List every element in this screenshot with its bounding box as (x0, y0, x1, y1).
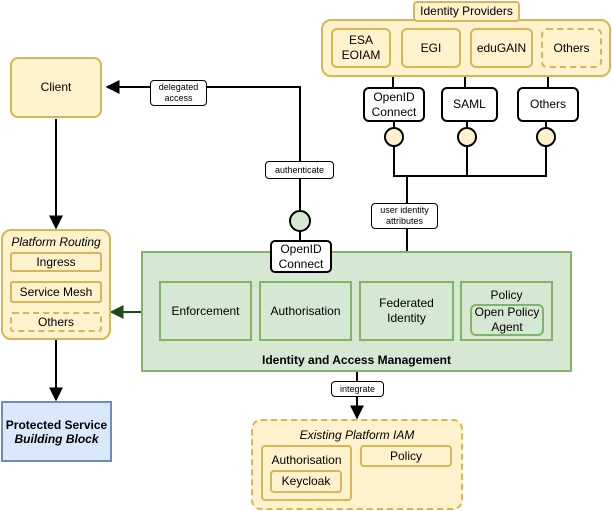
idp-edugain: eduGAIN (470, 28, 533, 68)
edge-label-user-identity-attributes: user identity attributes (371, 203, 438, 229)
platform-routing-title: Platform Routing (11, 235, 101, 249)
protected-service-line1: Protected Service (5, 417, 108, 432)
routing-others: Others (10, 312, 102, 332)
routing-ingress: Ingress (10, 252, 102, 272)
protected-service-box: Protected Service Building Block (1, 401, 112, 462)
iam-authorisation: Authorisation (259, 281, 352, 341)
iam-policy-label: Policy (490, 288, 523, 302)
socket-openid (384, 127, 404, 147)
existing-iam-keycloak: Keycloak (270, 470, 342, 493)
iam-enforcement: Enforcement (159, 281, 252, 341)
edge-label-authenticate: authenticate (265, 161, 334, 179)
protected-service-line2: Building Block (14, 431, 99, 446)
routing-service-mesh: Service Mesh (10, 281, 102, 303)
iam-openid-connect-port: OpenID Connect (270, 240, 332, 273)
socket-saml (457, 127, 477, 147)
protocol-others: Others (517, 87, 579, 122)
socket-others (536, 127, 556, 147)
edge-label-delegated-access: delegated access (150, 80, 207, 106)
existing-iam-policy: Policy (360, 445, 452, 467)
idp-egi: EGI (401, 28, 461, 68)
protocol-saml: SAML (441, 87, 498, 122)
existing-iam-authorisation-label: Authorisation (271, 453, 342, 467)
protocol-openid-connect: OpenID Connect (363, 87, 425, 122)
edge-label-integrate: integrate (331, 381, 384, 397)
existing-iam-title: Existing Platform IAM (299, 428, 415, 442)
client-box: Client (10, 57, 102, 118)
idp-others: Others (541, 28, 602, 68)
iam-open-policy-agent: Open Policy Agent (470, 304, 544, 336)
idp-esa-eoiam: ESA EOIAM (331, 28, 391, 68)
iam-title: Identity and Access Management (262, 353, 451, 367)
socket-client-auth (289, 210, 311, 232)
identity-providers-title: Identity Providers (413, 1, 520, 22)
iam-federated-identity: Federated Identity (359, 281, 454, 341)
